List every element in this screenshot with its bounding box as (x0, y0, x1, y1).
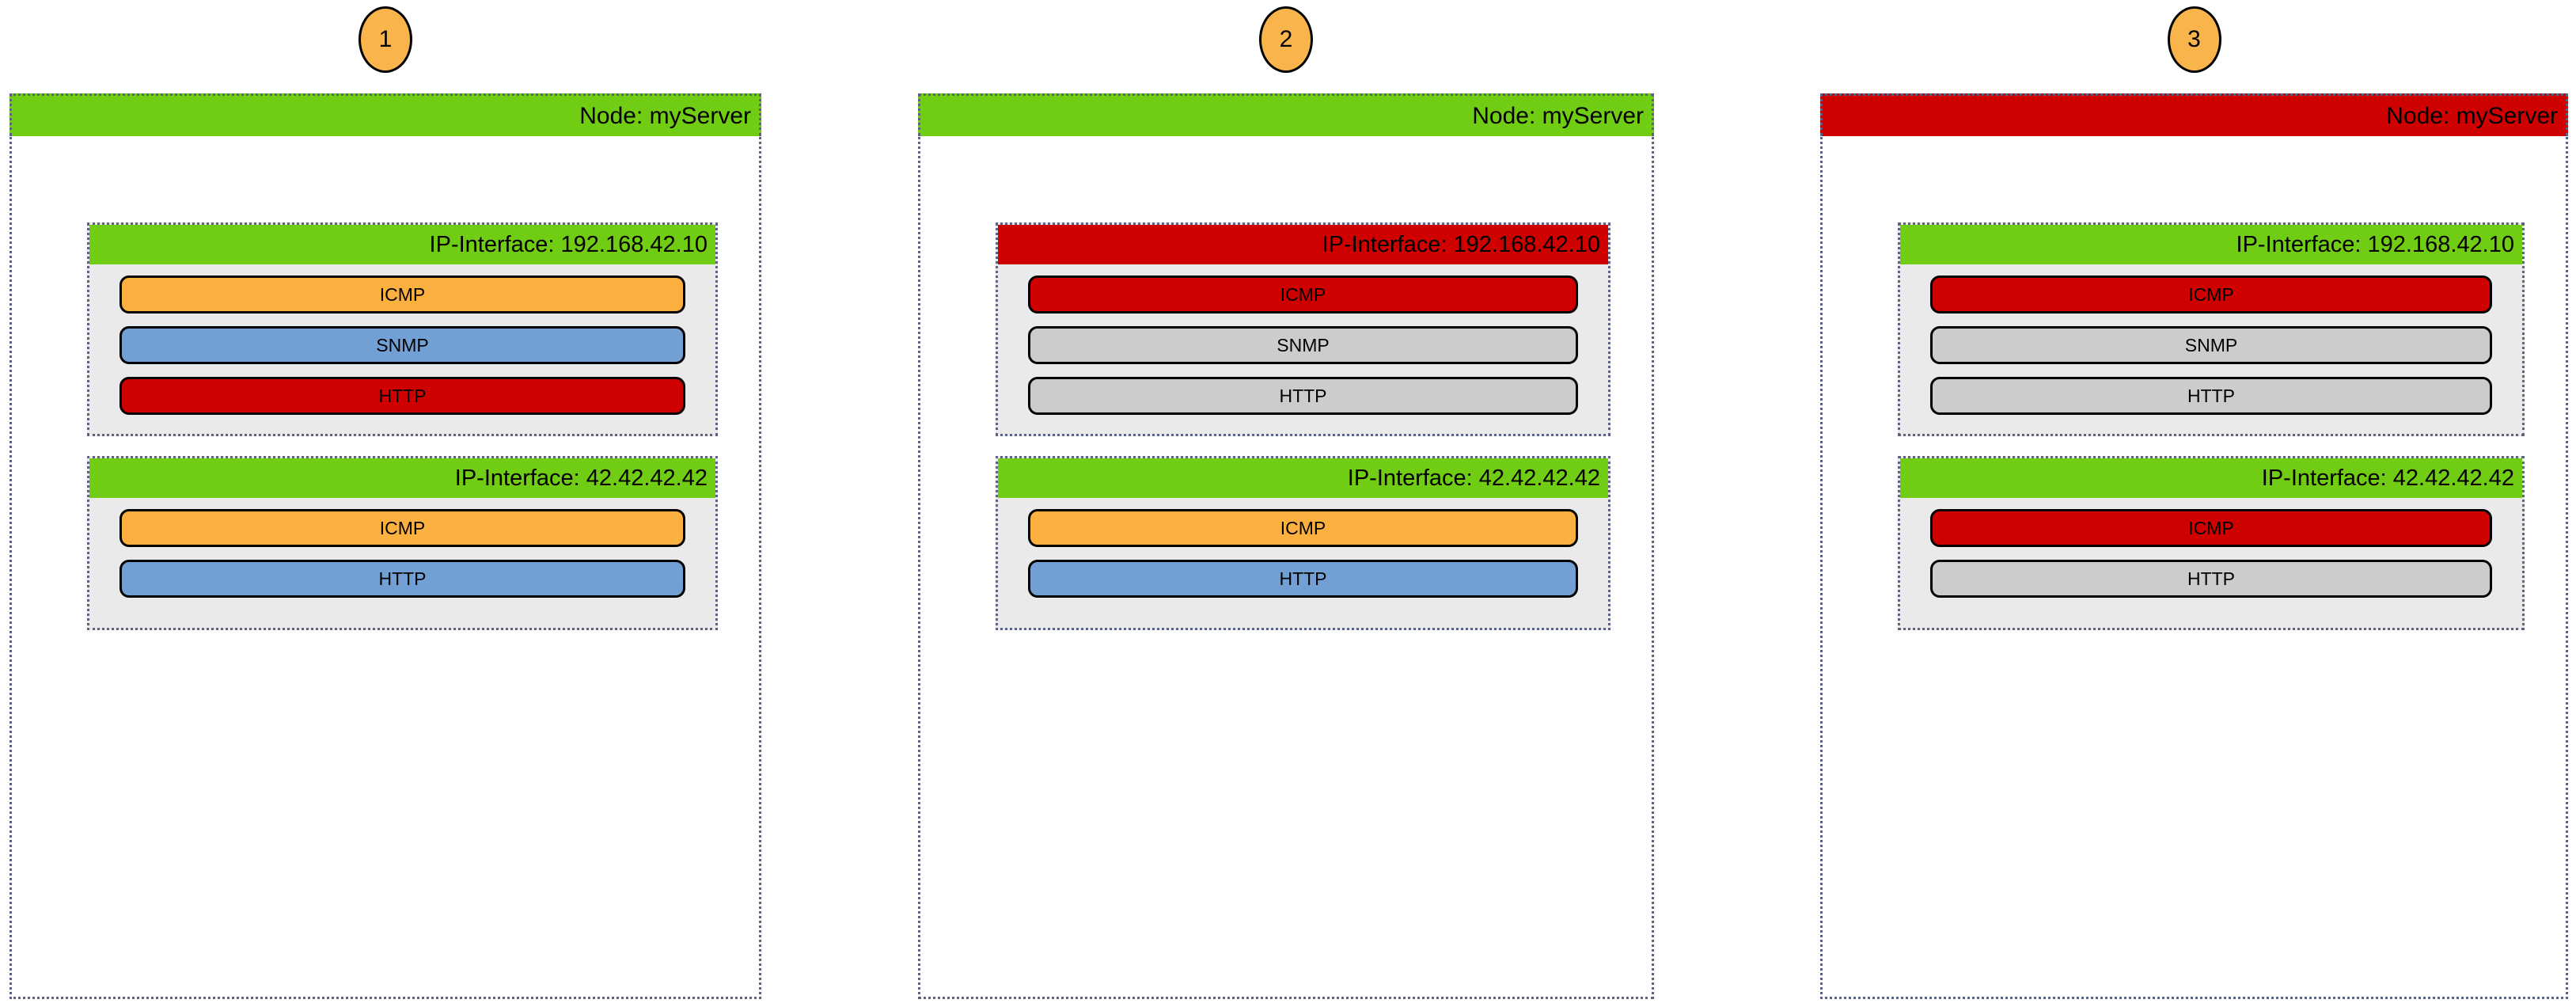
ip-interface-label: IP-Interface: 192.168.42.10 (429, 231, 708, 257)
service-snmp[interactable]: SNMP (1930, 326, 2492, 364)
service-snmp[interactable]: SNMP (1028, 326, 1578, 364)
step-badge: 2 (1259, 6, 1313, 73)
step-badge: 1 (359, 6, 412, 73)
service-icmp[interactable]: ICMP (1930, 509, 2492, 547)
service-icmp[interactable]: ICMP (1028, 509, 1578, 547)
ip-interface-header[interactable]: IP-Interface: 42.42.42.42 (1900, 458, 2522, 498)
service-list: ICMP SNMP HTTP (89, 264, 715, 431)
service-list: ICMP HTTP (998, 498, 1608, 614)
step-badge-wrap: 1 (9, 6, 761, 73)
service-list: ICMP SNMP HTTP (1900, 264, 2522, 431)
service-label: ICMP (1280, 517, 1326, 538)
service-label: HTTP (1279, 385, 1327, 406)
service-icmp[interactable]: ICMP (1028, 276, 1578, 314)
service-snmp[interactable]: SNMP (120, 326, 685, 364)
service-label: HTTP (2187, 568, 2236, 589)
ip-interface-label: IP-Interface: 192.168.42.10 (2236, 231, 2514, 257)
node-header[interactable]: Node: myServer (1820, 93, 2568, 136)
node-label: Node: myServer (1472, 102, 1644, 129)
service-http[interactable]: HTTP (120, 560, 685, 598)
ip-interface-header[interactable]: IP-Interface: 42.42.42.42 (998, 458, 1608, 498)
ip-interface-label: IP-Interface: 192.168.42.10 (1322, 231, 1600, 257)
node-header[interactable]: Node: myServer (918, 93, 1654, 136)
service-icmp[interactable]: ICMP (120, 509, 685, 547)
service-icmp[interactable]: ICMP (120, 276, 685, 314)
step-badge-wrap: 3 (1820, 6, 2568, 73)
service-http[interactable]: HTTP (120, 377, 685, 415)
service-http[interactable]: HTTP (1028, 377, 1578, 415)
service-http[interactable]: HTTP (1930, 377, 2492, 415)
service-label: ICMP (2188, 283, 2234, 305)
ip-interface-header[interactable]: IP-Interface: 42.42.42.42 (89, 458, 715, 498)
ip-interface-header[interactable]: IP-Interface: 192.168.42.10 (89, 225, 715, 264)
service-http[interactable]: HTTP (1930, 560, 2492, 598)
ip-interface-label: IP-Interface: 42.42.42.42 (2261, 465, 2514, 491)
ip-interface-label: IP-Interface: 42.42.42.42 (454, 465, 708, 491)
ip-interface-header[interactable]: IP-Interface: 192.168.42.10 (998, 225, 1608, 264)
service-icmp[interactable]: ICMP (1930, 276, 2492, 314)
service-label: HTTP (1279, 568, 1327, 589)
service-label: SNMP (1277, 334, 1330, 355)
step-badge-wrap: 2 (918, 6, 1654, 73)
node-header[interactable]: Node: myServer (9, 93, 761, 136)
service-list: ICMP HTTP (1900, 498, 2522, 614)
step-badge: 3 (2167, 6, 2221, 73)
service-label: SNMP (2184, 334, 2238, 355)
service-label: ICMP (379, 283, 426, 305)
service-list: ICMP SNMP HTTP (998, 264, 1608, 431)
service-label: SNMP (376, 334, 429, 355)
service-label: ICMP (379, 517, 426, 538)
service-http[interactable]: HTTP (1028, 560, 1578, 598)
service-label: ICMP (2188, 517, 2234, 538)
service-label: ICMP (1280, 283, 1326, 305)
service-list: ICMP HTTP (89, 498, 715, 614)
ip-interface-header[interactable]: IP-Interface: 192.168.42.10 (1900, 225, 2522, 264)
ip-interface-label: IP-Interface: 42.42.42.42 (1347, 465, 1600, 491)
service-label: HTTP (378, 568, 427, 589)
service-label: HTTP (2187, 385, 2236, 406)
node-label: Node: myServer (579, 102, 751, 129)
node-label: Node: myServer (2386, 102, 2558, 129)
service-label: HTTP (378, 385, 427, 406)
